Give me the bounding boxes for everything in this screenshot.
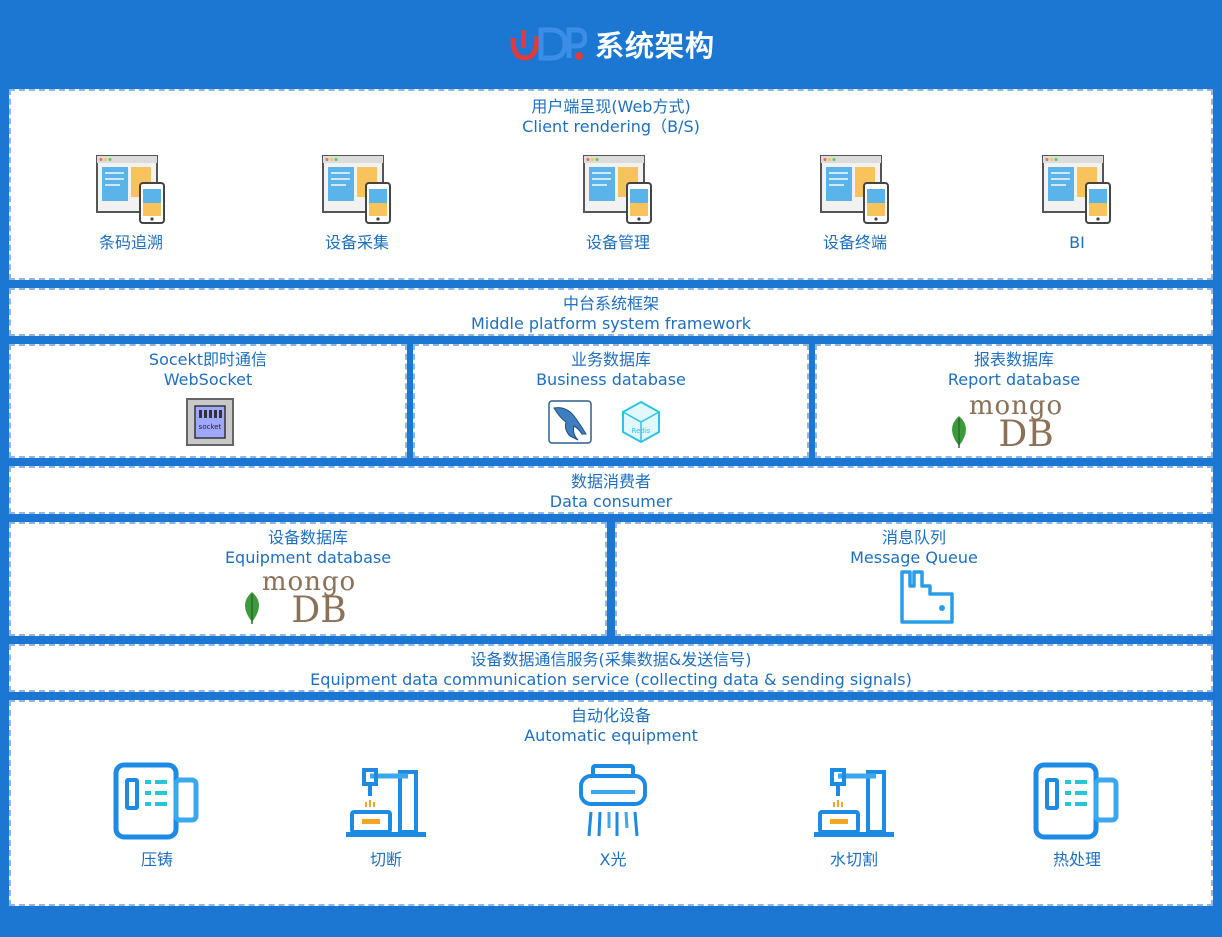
- auto-item-label: 切断: [369, 850, 402, 869]
- client-rendering-panel: 用户端呈现(Web方式) Client rendering（B/S) 条码追溯 …: [9, 89, 1213, 280]
- auto-item-label: 热处理: [1052, 850, 1101, 869]
- redis-label: Redis: [632, 427, 651, 435]
- client-item-bi: BI: [1017, 155, 1137, 253]
- mongodb-logo-bottom: DB: [291, 590, 346, 624]
- business-db-title-cn: 业务数据库: [570, 350, 651, 369]
- report-db-panel: 报表数据库 Report database mongo DB: [815, 344, 1213, 458]
- auto-title-en: Automatic equipment: [524, 726, 698, 745]
- consumer-title-cn: 数据消费者: [570, 472, 651, 491]
- socket-icon: socket: [186, 398, 234, 446]
- web-mobile-icon: [322, 155, 392, 225]
- web-mobile-icon: [820, 155, 890, 225]
- header: 系统架构: [0, 0, 1222, 88]
- equipment-db-panel: 设备数据库 Equipment database mongo DB: [9, 522, 607, 636]
- auto-item-xray: X光: [553, 762, 673, 870]
- socket-icon-text: socket: [199, 423, 222, 431]
- client-item-management: 设备管理: [558, 155, 678, 253]
- mq-title-cn: 消息队列: [881, 528, 946, 547]
- auto-title-cn: 自动化设备: [570, 706, 651, 725]
- business-db-panel: 业务数据库 Business database Redis: [413, 344, 809, 458]
- redis-cube-icon: Redis: [622, 400, 660, 444]
- die-casting-machine-icon: [113, 762, 201, 842]
- auto-item-label: X光: [599, 850, 627, 869]
- robot-arm-icon: [810, 762, 898, 842]
- socket-title-cn: Socekt即时通信: [148, 350, 268, 369]
- report-db-title-en: Report database: [947, 370, 1081, 389]
- mongodb-logo-bottom: DB: [998, 414, 1053, 448]
- client-item-terminal: 设备终端: [795, 155, 915, 253]
- client-item-label: 设备终端: [822, 233, 887, 252]
- xray-machine-icon: [579, 764, 647, 837]
- business-db-title-en: Business database: [536, 370, 686, 389]
- die-casting-machine-icon: [1033, 762, 1121, 842]
- report-db-title-cn: 报表数据库: [973, 350, 1054, 369]
- message-queue-icon: [900, 570, 954, 624]
- mongodb-logo-top: mongo: [262, 572, 356, 597]
- equipment-db-title-en: Equipment database: [224, 548, 392, 567]
- client-item-collection: 设备采集: [297, 155, 417, 253]
- middle-title-en: Middle platform system framework: [470, 314, 752, 333]
- robot-arm-icon: [342, 762, 430, 842]
- client-title-en: Client rendering（B/S): [522, 117, 700, 136]
- client-item-barcode: 条码追溯: [71, 155, 191, 253]
- consumer-title-en: Data consumer: [549, 492, 673, 511]
- client-title-cn: 用户端呈现(Web方式): [531, 97, 691, 116]
- web-mobile-icon: [96, 155, 166, 225]
- client-item-label: BI: [1069, 233, 1085, 252]
- data-consumer-panel: 数据消费者 Data consumer: [9, 466, 1213, 514]
- socket-panel: Socekt即时通信 WebSocket socket: [9, 344, 407, 458]
- socket-title-en: WebSocket: [163, 370, 253, 389]
- mongodb-logo-icon: mongo DB: [952, 396, 1063, 448]
- comm-title-en: Equipment data communication service (co…: [310, 670, 912, 689]
- message-queue-panel: 消息队列 Message Queue: [615, 522, 1213, 636]
- mq-title-en: Message Queue: [850, 548, 978, 567]
- auto-item-waterjet: 水切割: [794, 762, 914, 870]
- equipment-db-title-cn: 设备数据库: [267, 528, 348, 547]
- mysql-dolphin-icon: [548, 400, 592, 444]
- mongodb-logo-icon: mongo DB: [245, 572, 356, 624]
- company-logo-icon: [510, 27, 587, 61]
- client-item-label: 条码追溯: [98, 233, 163, 252]
- auto-item-label: 压铸: [140, 850, 173, 869]
- middle-platform-panel: 中台系统框架 Middle platform system framework: [9, 288, 1213, 336]
- mongodb-logo-top: mongo: [969, 396, 1063, 421]
- automatic-equipment-panel: 自动化设备 Automatic equipment 压铸 切断 X光 水切割 热…: [9, 700, 1213, 906]
- client-item-label: 设备采集: [324, 233, 389, 252]
- web-mobile-icon: [1042, 155, 1112, 225]
- client-item-label: 设备管理: [585, 233, 650, 252]
- auto-item-cutting: 切断: [326, 762, 446, 870]
- communication-service-panel: 设备数据通信服务(采集数据&发送信号) Equipment data commu…: [9, 644, 1213, 692]
- auto-item-label: 水切割: [829, 850, 878, 869]
- auto-item-die-casting: 压铸: [97, 762, 217, 870]
- middle-title-cn: 中台系统框架: [562, 294, 659, 313]
- auto-item-heat-treatment: 热处理: [1017, 762, 1137, 870]
- web-mobile-icon: [583, 155, 653, 225]
- comm-title-cn: 设备数据通信服务(采集数据&发送信号): [470, 650, 752, 669]
- page-title: 系统架构: [594, 29, 715, 63]
